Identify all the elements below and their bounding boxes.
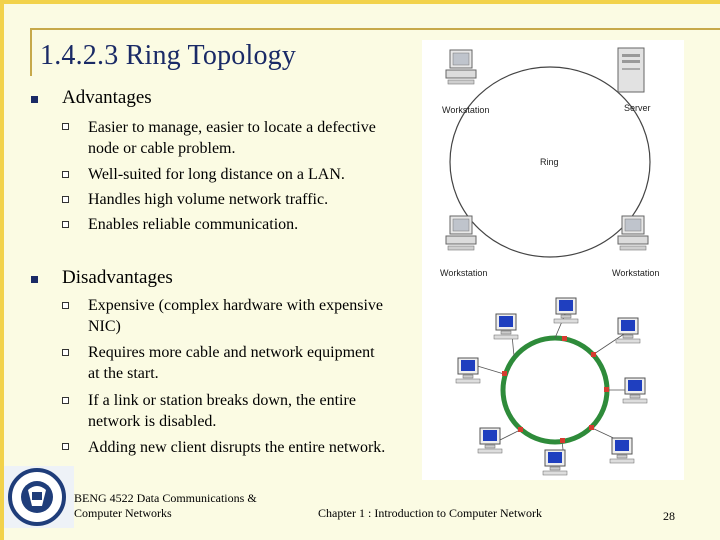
disadvantage-item: Adding new client disrupts the entire ne…	[88, 439, 386, 456]
computer-icon	[493, 313, 519, 340]
ring-diagram-upper: Workstation Server Ring Workstation Work…	[440, 47, 659, 278]
computer-icon	[622, 377, 648, 404]
bullet-hollow-square-icon	[62, 196, 69, 203]
title-rule	[30, 28, 720, 30]
disadvantage-item: Requires more cable and network equipmen…	[88, 344, 375, 382]
bullet-hollow-square-icon	[62, 123, 69, 130]
title-rule-vertical	[30, 28, 32, 76]
ring-topology-figure: Workstation Server Ring Workstation Work…	[422, 40, 684, 480]
disadvantages-heading: Disadvantages	[62, 267, 173, 288]
disadvantage-item: If a link or station breaks down, the en…	[88, 392, 356, 430]
advantage-item: Easier to manage, easier to locate a def…	[88, 119, 376, 157]
advantages-heading: Advantages	[62, 87, 152, 108]
page-number: 28	[663, 509, 675, 523]
university-logo-icon	[4, 466, 74, 528]
workstation-label: Workstation	[612, 268, 659, 278]
computer-icon	[553, 297, 579, 324]
university-logo	[4, 466, 74, 528]
bullet-hollow-square-icon	[62, 349, 69, 356]
workstation-label: Workstation	[440, 268, 487, 278]
advantage-item: Handles high volume network traffic.	[88, 191, 329, 208]
workstation-icon	[617, 215, 649, 251]
footer-course-line2: Computer Networks	[74, 506, 172, 520]
ring-label: Ring	[540, 157, 559, 167]
bullet-hollow-square-icon	[62, 171, 69, 178]
slide-title: 1.4.2.3 Ring Topology	[40, 40, 297, 71]
computer-icon	[455, 357, 481, 384]
advantage-item: Well-suited for long distance on a LAN.	[88, 166, 345, 183]
top-frame-bar	[0, 0, 720, 4]
bullet-hollow-square-icon	[62, 397, 69, 404]
left-frame-bar	[0, 0, 4, 540]
ring-diagram-lower	[455, 297, 648, 476]
footer-course-line1: BENG 4522 Data Communications &	[74, 491, 257, 505]
advantage-item: Enables reliable communication.	[88, 216, 299, 233]
bullet-square-icon	[31, 96, 38, 103]
bullet-square-icon	[31, 276, 38, 283]
ring-topology-diagram: Workstation Server Ring Workstation Work…	[440, 47, 659, 476]
workstation-icon	[445, 49, 477, 85]
computer-icon	[542, 449, 568, 476]
bullet-hollow-square-icon	[62, 443, 69, 450]
server-icon	[617, 47, 645, 93]
disadvantage-item: Expensive (complex hardware with expensi…	[88, 297, 384, 335]
computer-icon	[477, 427, 503, 454]
computer-icon	[615, 317, 641, 344]
bullet-hollow-square-icon	[62, 221, 69, 228]
workstation-icon	[445, 215, 477, 251]
footer-chapter: Chapter 1 : Introduction to Computer Net…	[318, 506, 542, 520]
workstation-label: Workstation	[442, 105, 489, 115]
computer-icon	[609, 437, 635, 464]
bullet-hollow-square-icon	[62, 302, 69, 309]
server-label: Server	[624, 103, 651, 113]
